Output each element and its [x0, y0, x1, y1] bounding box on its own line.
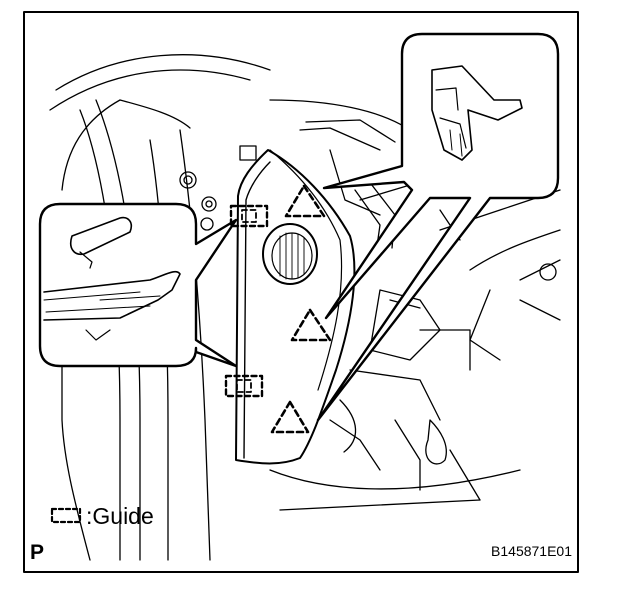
air-vent-icon — [262, 223, 318, 285]
guide-marker-upper-icon — [229, 204, 269, 228]
guide-marker-lower-icon — [224, 374, 264, 398]
guide-detail-callout — [38, 202, 238, 368]
legend-label: :Guide — [86, 503, 154, 529]
claw-marker-icon — [270, 184, 332, 434]
figure-border — [23, 11, 579, 573]
corner-letter: P — [30, 541, 45, 564]
claw-detail-callout — [316, 32, 560, 422]
dashed-rectangle-guide-icon — [50, 507, 82, 524]
figure-code: B145871E01 — [491, 543, 572, 559]
vehicle-interior-background — [49, 54, 561, 561]
